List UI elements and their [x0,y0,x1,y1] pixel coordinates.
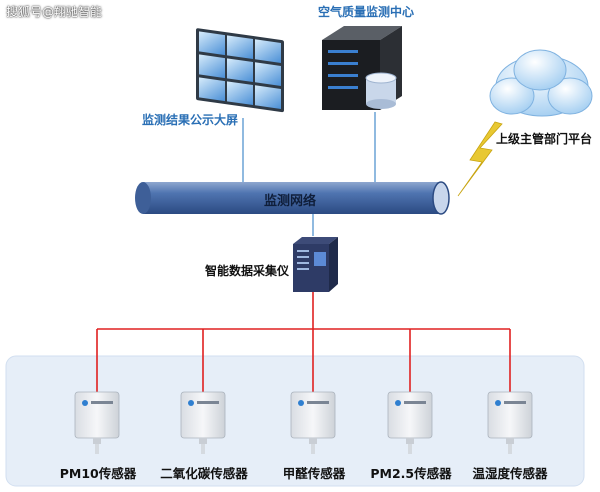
authority-label: 上级主管部门平台 [496,132,593,146]
database-icon [365,72,397,109]
cloud-icon [489,49,593,117]
sensor-label-pm10: PM10传感器 [59,466,137,481]
sensor-device-pm25 [387,391,433,454]
screen-label: 监测结果公示大屏 [142,113,239,127]
server-icon [322,26,402,110]
sensor-device-formaldehyde [290,391,336,454]
sensor-label-temp-humidity: 温湿度传感器 [472,466,548,481]
sensor-label-co2: 二氧化碳传感器 [160,466,248,481]
network-label: 监测网络 [264,194,317,209]
lightning-icon [457,121,503,197]
sensor-device-temp-humidity [487,391,533,454]
sensor-device-pm10 [74,391,120,454]
collector-icon [293,237,338,292]
center-label: 空气质量监测中心 [318,5,415,19]
watermark: 搜狐号@翔驰智能 [6,5,103,19]
sensor-label-pm25: PM2.5传感器 [370,466,452,481]
sensor-label-formaldehyde: 甲醛传感器 [282,466,346,481]
network-pipe [135,181,450,215]
sensor-wiring [96,292,511,400]
display-wall-icon [196,28,284,113]
collector-label: 智能数据采集仪 [205,264,290,278]
sensor-device-co2 [180,391,226,454]
